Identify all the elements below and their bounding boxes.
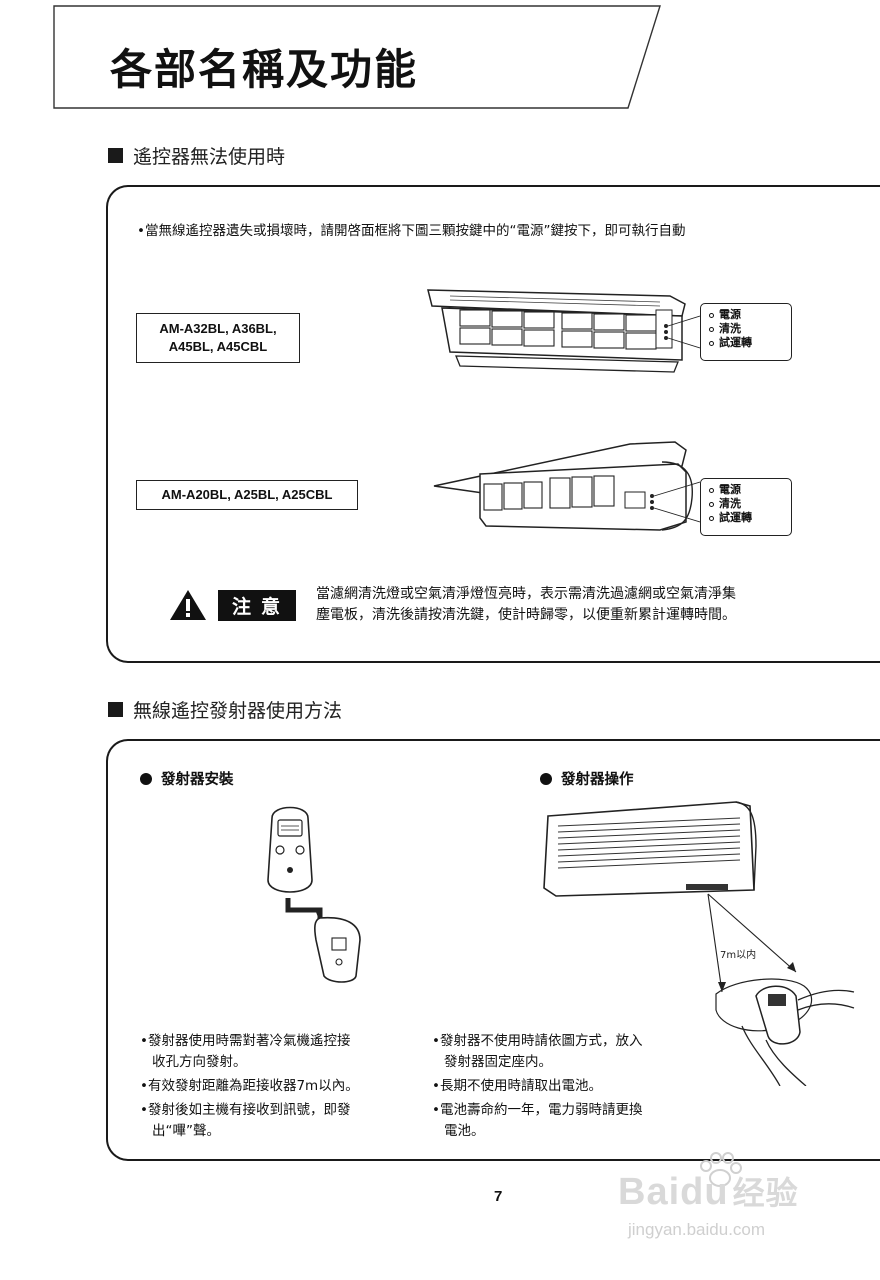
- circle-icon: [709, 515, 714, 521]
- button-test-run: 試運轉: [709, 336, 783, 350]
- section2-frame: [106, 739, 880, 1161]
- paw-logo-icon: [700, 1152, 742, 1187]
- watermark-text: Bai: [618, 1171, 681, 1213]
- page-title: 各部名稱及功能: [110, 45, 419, 94]
- bullet-line: •有效發射距離為距接收器7m以內。: [140, 1078, 359, 1094]
- section-heading-remote-unavailable: 遙控器無法使用時: [108, 142, 285, 169]
- bullet-item: •電池壽命約一年，電力弱時請更換 電池。: [432, 1100, 722, 1142]
- distance-label: 7m以内: [718, 946, 759, 961]
- right-bullets: •發射器不使用時請依圖方式，放入 發射器固定座内。 •長期不使用時請取出電池。 …: [432, 1031, 722, 1142]
- model-box-small: AM-A20BL, A25BL, A25CBL: [136, 480, 358, 510]
- button-label: 試運轉: [719, 336, 752, 349]
- circle-icon: [709, 326, 714, 332]
- bullet-line: •長期不使用時請取出電池。: [432, 1078, 602, 1094]
- bullet-line: •電池壽命約一年，電力弱時請更換: [432, 1102, 643, 1118]
- button-callout-small: 電源 清洗 試運轉: [700, 478, 792, 536]
- model-box-large: AM-A32BL, A36BL, A45BL, A45CBL: [136, 313, 300, 363]
- circle-icon: [709, 312, 714, 318]
- round-bullet-icon: [140, 772, 152, 785]
- model-line: AM-A20BL, A25BL, A25CBL: [161, 487, 333, 502]
- ac-operation-illustration: [543, 801, 855, 1086]
- bullet-line: •發射器使用時需對著冷氣機遙控接: [140, 1033, 351, 1049]
- round-bullet-icon: [540, 772, 552, 785]
- bullet-item: •長期不使用時請取出電池。: [432, 1076, 722, 1097]
- caution-line: 當濾網清洗燈或空氣清淨燈恆亮時，表示需清洗過濾網或空氣清淨集: [316, 586, 736, 602]
- model-line: A45BL, A45CBL: [168, 339, 268, 354]
- bullet-item: •發射器不使用時請依圖方式，放入 發射器固定座内。: [432, 1031, 722, 1073]
- section-heading-text: 無線遙控發射器使用方法: [133, 700, 343, 722]
- caution-label: 注意: [218, 590, 297, 621]
- subheading-text: 發射器安裝: [161, 772, 234, 788]
- button-label: 清洗: [719, 497, 741, 510]
- left-bullets: •發射器使用時需對著冷氣機遙控接 收孔方向發射。 •有效發射距離為距接收器7m以…: [140, 1031, 430, 1142]
- warning-triangle-icon: [170, 590, 206, 620]
- button-power: 電源: [709, 308, 783, 322]
- watermark-text: 经验: [732, 1174, 799, 1212]
- bullet-line: 出“嗶”聲。: [152, 1123, 220, 1139]
- ac-unit-large-illustration: [427, 289, 700, 373]
- bullet-item: •發射後如主機有接收到訊號，即發 出“嗶”聲。: [140, 1100, 430, 1142]
- button-label: 電源: [719, 308, 741, 321]
- subheading-text: 發射器操作: [561, 772, 634, 788]
- button-clean: 清洗: [709, 497, 783, 511]
- section-heading-remote-usage: 無線遙控發射器使用方法: [108, 696, 342, 723]
- button-label: 試運轉: [719, 511, 752, 524]
- section1-frame: [106, 185, 880, 663]
- bullet-line: 收孔方向發射。: [152, 1054, 247, 1070]
- circle-icon: [709, 340, 714, 346]
- bullet-item: •有效發射距離為距接收器7m以內。: [140, 1076, 430, 1097]
- button-clean: 清洗: [709, 322, 783, 336]
- subheading-install: 發射器安裝: [140, 768, 234, 789]
- square-bullet-icon: [108, 702, 123, 717]
- section-heading-text: 遙控器無法使用時: [133, 146, 286, 168]
- bullet-line: •發射器不使用時請依圖方式，放入: [432, 1033, 643, 1049]
- button-power: 電源: [709, 483, 783, 497]
- button-label: 清洗: [719, 322, 741, 335]
- square-bullet-icon: [108, 148, 123, 163]
- watermark-text: du: [680, 1171, 729, 1213]
- bullet-item: •發射器使用時需對著冷氣機遙控接 收孔方向發射。: [140, 1031, 430, 1073]
- watermark-url: jingyan.baidu.com: [628, 1220, 766, 1239]
- watermark-brand: Bai du 经验: [618, 1168, 799, 1214]
- circle-icon: [709, 501, 714, 507]
- remote-holder-illustration: [267, 806, 361, 983]
- button-callout-large: 電源 清洗 試運轉: [700, 303, 792, 361]
- bullet-line: 電池。: [444, 1123, 485, 1139]
- circle-icon: [709, 487, 714, 493]
- caution-text: 當濾網清洗燈或空氣清淨燈恆亮時，表示需清洗過濾網或空氣清淨集 塵電板，清洗後請按…: [316, 584, 736, 626]
- bullet-line: •發射後如主機有接收到訊號，即發: [140, 1102, 351, 1118]
- button-label: 電源: [719, 483, 741, 496]
- model-line: AM-A32BL, A36BL,: [159, 321, 277, 336]
- caution-line: 塵電板，清洗後請按清洗鍵，使計時歸零，以便重新累計運轉時間。: [316, 607, 736, 623]
- button-test-run: 試運轉: [709, 511, 783, 525]
- title-banner: [53, 5, 661, 109]
- instruction-text: •當無線遙控器遺失或損壞時，請開啓面框將下圖三顆按鍵中的“電源”鍵按下，即可執行…: [137, 223, 686, 239]
- page-number: 7: [494, 1188, 503, 1205]
- bullet-line: 發射器固定座内。: [444, 1054, 552, 1070]
- subheading-operate: 發射器操作: [540, 768, 634, 789]
